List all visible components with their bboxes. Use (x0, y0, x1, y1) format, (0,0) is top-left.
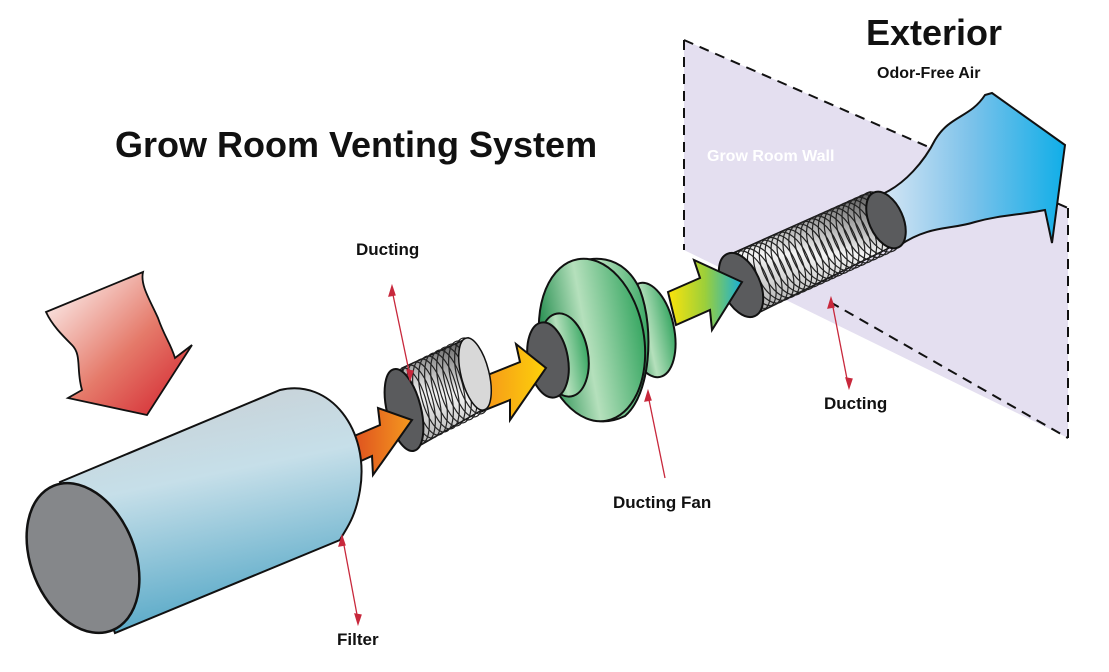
ducting-right-label: Ducting (824, 394, 887, 413)
duct-coil-ring (770, 231, 813, 293)
duct-coil-ring (776, 228, 819, 291)
pointer-filter (342, 539, 359, 621)
duct-coil-ring (829, 204, 872, 267)
duct-coil-ring (430, 349, 466, 427)
airflow-arrow-3 (666, 258, 744, 334)
exterior-heading: Exterior (866, 12, 1002, 53)
duct-coil-ring (811, 212, 854, 275)
filter-label: Filter (337, 630, 379, 649)
ducting-fan (526, 257, 677, 423)
duct-coil-ring (782, 226, 825, 288)
pointer-fan (647, 394, 666, 479)
diagram-title: Grow Room Venting System (115, 124, 597, 165)
odor-free-air-label: Odor-Free Air (877, 65, 980, 82)
ducting-right (717, 190, 907, 319)
ducting-fan-label: Ducting Fan (613, 493, 711, 512)
duct-coil-ring (418, 355, 454, 433)
duct-coil-ring (794, 220, 836, 283)
pointer-lines (338, 283, 853, 627)
duct-coil-ring (788, 223, 830, 285)
wall-edge-bottom (829, 301, 1069, 439)
duct-coil-ring (817, 210, 860, 272)
carbon-filter (25, 387, 363, 635)
duct-coil-ring (764, 234, 807, 296)
pointer-ducting-right (831, 301, 849, 385)
ducting-left-label: Ducting (356, 240, 419, 259)
duct-coil-ring (823, 207, 866, 269)
duct-coil-ring (424, 352, 460, 430)
duct-coil-ring (758, 236, 801, 299)
grow-room-wall-label: Grow Room Wall (707, 148, 834, 165)
duct-coil-ring (805, 215, 848, 277)
duct-coil-ring (800, 218, 842, 280)
intake-air-arrow (44, 270, 193, 417)
pointer-ducting-left (391, 289, 411, 377)
